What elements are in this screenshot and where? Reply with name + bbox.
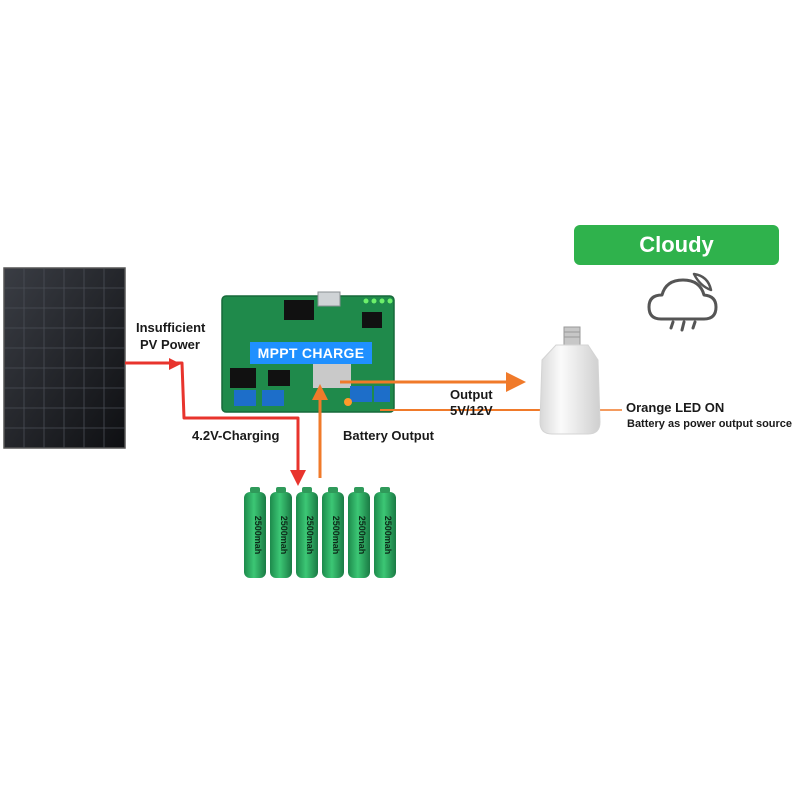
- charging-path: [125, 358, 306, 486]
- battery-label: 2500mah: [253, 516, 263, 555]
- battery-label: 2500mah: [279, 516, 289, 555]
- battery-label: 2500mah: [357, 516, 367, 555]
- controller-title: MPPT CHARGE: [257, 345, 365, 361]
- output-label-line2: 5V/12V: [450, 403, 493, 418]
- battery-output-label: Battery Output: [343, 428, 434, 443]
- battery-cell: 2500mah: [348, 487, 370, 578]
- pv-power-label-line2: PV Power: [140, 337, 200, 352]
- battery-cell: 2500mah: [270, 487, 292, 578]
- led-bulb: [539, 326, 601, 435]
- battery-cell: 2500mah: [374, 487, 396, 578]
- battery-cell: 2500mah: [296, 487, 318, 578]
- solar-panel: [3, 267, 126, 449]
- battery-pack: 2500mah 2500mah 2500mah 2500mah 2500mah …: [244, 487, 396, 578]
- weather-badge: Cloudy: [574, 225, 779, 265]
- pv-power-label-line1: Insufficient: [136, 320, 206, 335]
- output-label-line1: Output: [450, 387, 493, 402]
- led-note-label: Battery as power output source: [627, 418, 793, 430]
- moon-icon: [692, 272, 713, 292]
- battery-label: 2500mah: [383, 516, 393, 555]
- battery-label: 2500mah: [331, 516, 341, 555]
- output-path: [312, 372, 622, 478]
- cloud-rain-icon: [647, 278, 718, 332]
- battery-label: 2500mah: [305, 516, 315, 555]
- battery-cell: 2500mah: [322, 487, 344, 578]
- battery-cell: 2500mah: [244, 487, 266, 578]
- led-status-label: Orange LED ON: [626, 400, 725, 415]
- charging-label: 4.2V-Charging: [192, 428, 280, 443]
